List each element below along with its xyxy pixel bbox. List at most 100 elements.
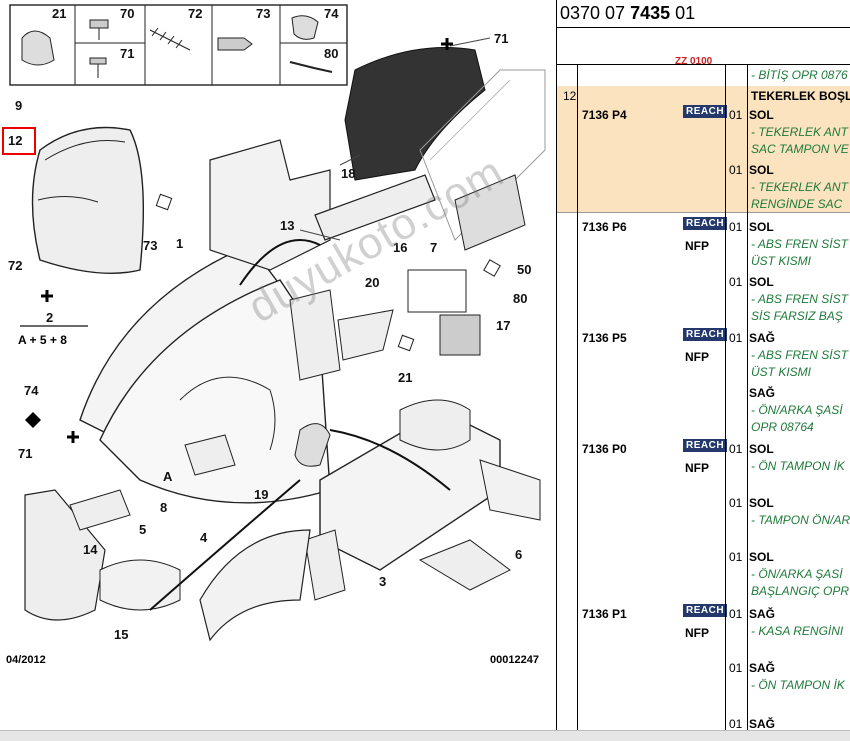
header-suffix: 01: [670, 3, 696, 23]
legend-number: 80: [324, 46, 339, 61]
diagram-drawing: [2, 4, 546, 642]
callout: 8: [160, 500, 168, 515]
callout: 13: [280, 218, 295, 233]
table-row: ZZ 0100 - BİTİŞ OPR 0876: [557, 56, 850, 87]
column-divider: [577, 64, 578, 740]
reach-badge: REACH: [683, 105, 728, 118]
row-title: TEKERLEK BOŞL: [751, 89, 850, 103]
diagram-code: 00012247: [490, 654, 539, 666]
side: SAĞ: [749, 386, 776, 400]
reach-badge: REACH: [683, 604, 728, 617]
callout: 1: [176, 236, 184, 251]
desc-line: ÜST KISMI: [751, 254, 812, 268]
side: SOL: [749, 496, 774, 510]
legend-number: 73: [256, 6, 271, 21]
ref-number: 7136 P1: [582, 607, 627, 621]
callout: 50: [517, 262, 532, 277]
parts-list-panel: 0370 07 7435 01 ZZ 0100 - BİTİŞ OPR 0876…: [556, 0, 850, 740]
desc-line: - ABS FREN SİST: [751, 237, 848, 251]
desc-line: ÜST KISMI: [751, 365, 812, 379]
desc-line: - KASA RENGİNI: [751, 624, 844, 638]
desc-line: - ÖN/ARKA ŞASİ: [751, 567, 843, 581]
desc-line: OPR 08764: [751, 420, 814, 434]
table-row-selected[interactable]: 12 7136 P4 REACH TEKERLEK BOŞL 01 SOL - …: [557, 86, 850, 213]
side: SAĞ: [749, 607, 776, 621]
desc-line: SAC TAMPON VE: [751, 142, 849, 156]
callout: 15: [114, 627, 129, 642]
desc-line: - ÖN TAMPON İK: [751, 678, 845, 692]
column-divider: [725, 64, 726, 740]
header-bold: 7435: [630, 3, 671, 23]
qty: 01: [729, 717, 743, 731]
qty: 01: [729, 550, 743, 564]
nfp-label: NFP: [685, 350, 709, 364]
callout: 19: [254, 487, 269, 502]
subheader: [557, 28, 850, 65]
desc-line: BAŞLANGIÇ OPR: [751, 584, 850, 598]
side: SAĞ: [749, 717, 776, 731]
qty: 01: [729, 275, 743, 289]
qty: 01: [729, 108, 743, 122]
table-row[interactable]: 7136 P0 REACH NFP 01 SOL - ÖN TAMPON İK …: [557, 434, 850, 599]
qty: 01: [729, 220, 743, 234]
desc-line: - ABS FREN SİST: [751, 292, 848, 306]
ref-number: 7136 P0: [582, 442, 627, 456]
callout: 73: [143, 238, 158, 253]
table-row[interactable]: 7136 P6 REACH NFP 01 SOL - ABS FREN SİST…: [557, 212, 850, 323]
side: SAĞ: [749, 331, 776, 345]
side: SOL: [749, 163, 774, 177]
row-desc: - BİTİŞ OPR 0876: [751, 68, 848, 82]
side: SOL: [749, 108, 774, 122]
qty: 01: [729, 442, 743, 456]
desc-line: RENGİNDE SAC: [751, 197, 843, 211]
callout: 18: [341, 166, 356, 181]
legend-number: 74: [324, 6, 339, 21]
desc-line: - ÖN/ARKA ŞASİ: [751, 403, 843, 417]
reach-badge: REACH: [683, 328, 728, 341]
desc-line: - TEKERLEK ANT: [751, 180, 848, 194]
callout: 5: [139, 522, 147, 537]
callout: 4: [200, 530, 208, 545]
table-row[interactable]: 7136 P5 REACH NFP 01 SAĞ - ABS FREN SİST…: [557, 323, 850, 434]
callout: 21: [398, 370, 413, 385]
parts-diagram: 21 70 71 72 73 74 80 9 12 72 2 74 71 73 …: [2, 4, 546, 666]
callout: 3: [379, 574, 387, 589]
part-header: 0370 07 7435 01: [557, 0, 850, 28]
callout: 7: [430, 240, 438, 255]
qty: 01: [729, 163, 743, 177]
red-note: ZZ 0100: [675, 56, 713, 67]
qty: 01: [729, 607, 743, 621]
legend-number: 71: [120, 46, 135, 61]
ref-number: 7136 P4: [582, 108, 627, 122]
nfp-label: NFP: [685, 626, 709, 640]
reach-badge: REACH: [683, 439, 728, 452]
qty: 01: [729, 496, 743, 510]
side: SOL: [749, 550, 774, 564]
side: SOL: [749, 442, 774, 456]
nfp-label: NFP: [685, 461, 709, 475]
callout: 17: [496, 318, 511, 333]
callout: 2: [46, 310, 54, 325]
legend-number: 70: [120, 6, 135, 21]
legend-number: 21: [52, 6, 67, 21]
diagram-date: 04/2012: [6, 654, 46, 666]
callout: 74: [24, 383, 39, 398]
desc-line: - ABS FREN SİST: [751, 348, 848, 362]
side: SOL: [749, 275, 774, 289]
nfp-label: NFP: [685, 239, 709, 253]
table-row[interactable]: 7136 P1 REACH NFP 01 SAĞ - KASA RENGİNI …: [557, 599, 850, 731]
side: SOL: [749, 220, 774, 234]
callout: 71: [494, 31, 509, 46]
qty: 01: [729, 331, 743, 345]
desc-line: - TAMPON ÖN/AR: [751, 513, 850, 527]
callout: 6: [515, 547, 523, 562]
window-bottom-bar: [0, 730, 850, 741]
callout: 72: [8, 258, 23, 273]
callout: 16: [393, 240, 408, 255]
callout: 20: [365, 275, 380, 290]
column-divider: [747, 64, 748, 740]
header-prefix: 0370 07: [560, 3, 631, 23]
desc-line: SİS FARSIZ BAŞ: [751, 309, 843, 323]
callout: 71: [18, 446, 33, 461]
qty: 01: [729, 661, 743, 675]
